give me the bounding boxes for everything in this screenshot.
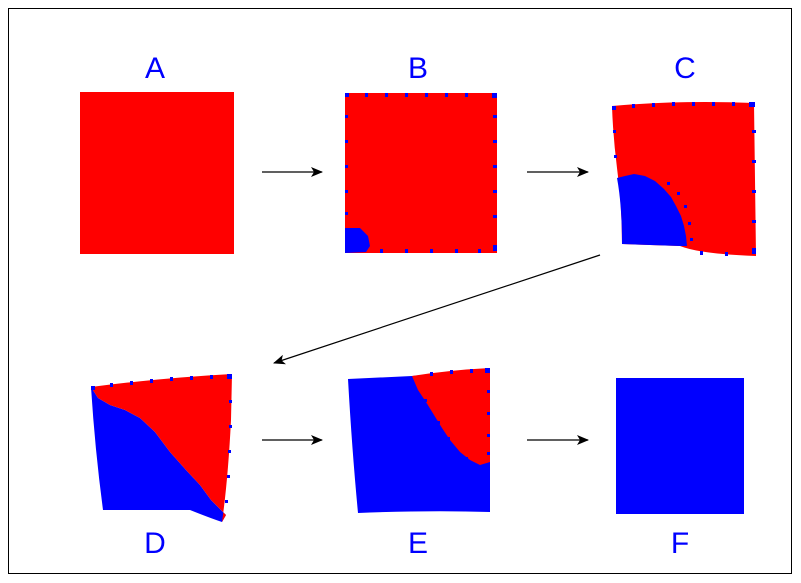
panel-f-blue-region: [616, 378, 744, 514]
panel-c-blue-region: [617, 174, 687, 246]
panel-label-a: A: [145, 52, 165, 85]
panel-b-red-region: [345, 93, 497, 253]
panel-label-d: D: [144, 527, 166, 560]
panel-label-c: C: [674, 52, 696, 85]
panel-d-blue-region: [91, 387, 226, 522]
panel-e-red-region: [412, 368, 490, 465]
panel-a: [80, 92, 234, 254]
panel-f: [616, 378, 744, 514]
panel-label-e: E: [408, 527, 428, 560]
panel-label-f: F: [671, 527, 689, 560]
panel-label-b: B: [408, 52, 428, 85]
panel-a-red-region: [80, 92, 234, 254]
panel-b: [345, 93, 497, 253]
arrow-c-to-d: [273, 254, 601, 365]
panel-e: [348, 368, 490, 513]
panel-d: [91, 374, 232, 522]
panel-b-edge-dots: [345, 93, 497, 253]
panel-b-blue-nucleus: [345, 228, 370, 253]
panel-c-edge-dots: [612, 102, 756, 256]
panel-c: [612, 102, 756, 256]
figure-frame: [8, 8, 792, 574]
panel-d-red-region: [91, 374, 232, 522]
panel-e-edge-dots: [424, 368, 490, 460]
panel-d-edge-dots: [91, 374, 232, 503]
